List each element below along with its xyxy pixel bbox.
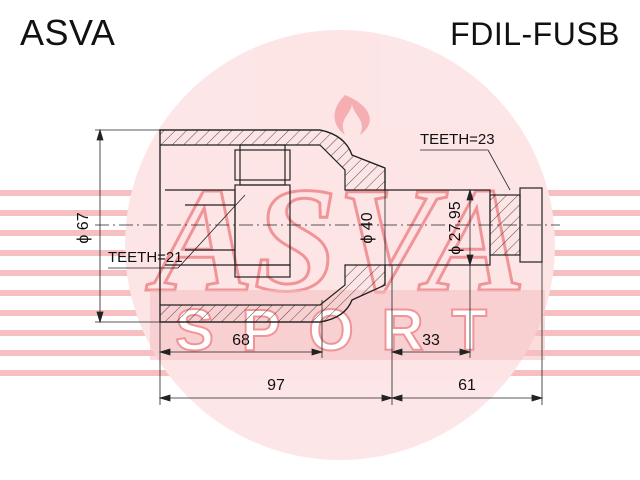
dimension-lines (95, 128, 544, 405)
cv-joint-drawing (95, 129, 560, 323)
shaft-length-inner-label: 33 (422, 332, 440, 349)
housing-wall-top (159, 129, 386, 191)
shaft-length-label: 61 (458, 377, 476, 394)
watermark-flame-icon (334, 95, 370, 135)
housing-wall-bottom (159, 264, 386, 323)
inner-length-label: 68 (232, 332, 250, 349)
outer-diameter-label: ϕ 67 (75, 212, 92, 243)
left-teeth-label: TEETH=21 (108, 249, 183, 266)
roller-top (234, 149, 291, 181)
part-number: FDIL-FUSB (450, 16, 620, 52)
brand-name: ASVA (20, 12, 116, 53)
roller-bottom (234, 264, 291, 278)
total-length-label: 97 (267, 377, 285, 394)
shaft-diameter-label: ϕ 27.95 (447, 201, 464, 255)
watermark: ASVA SPORT (0, 30, 640, 460)
right-teeth-label: TEETH=23 (420, 131, 495, 148)
shaft-end (519, 187, 543, 263)
bore-diameter-label: ϕ 40 (359, 212, 376, 243)
